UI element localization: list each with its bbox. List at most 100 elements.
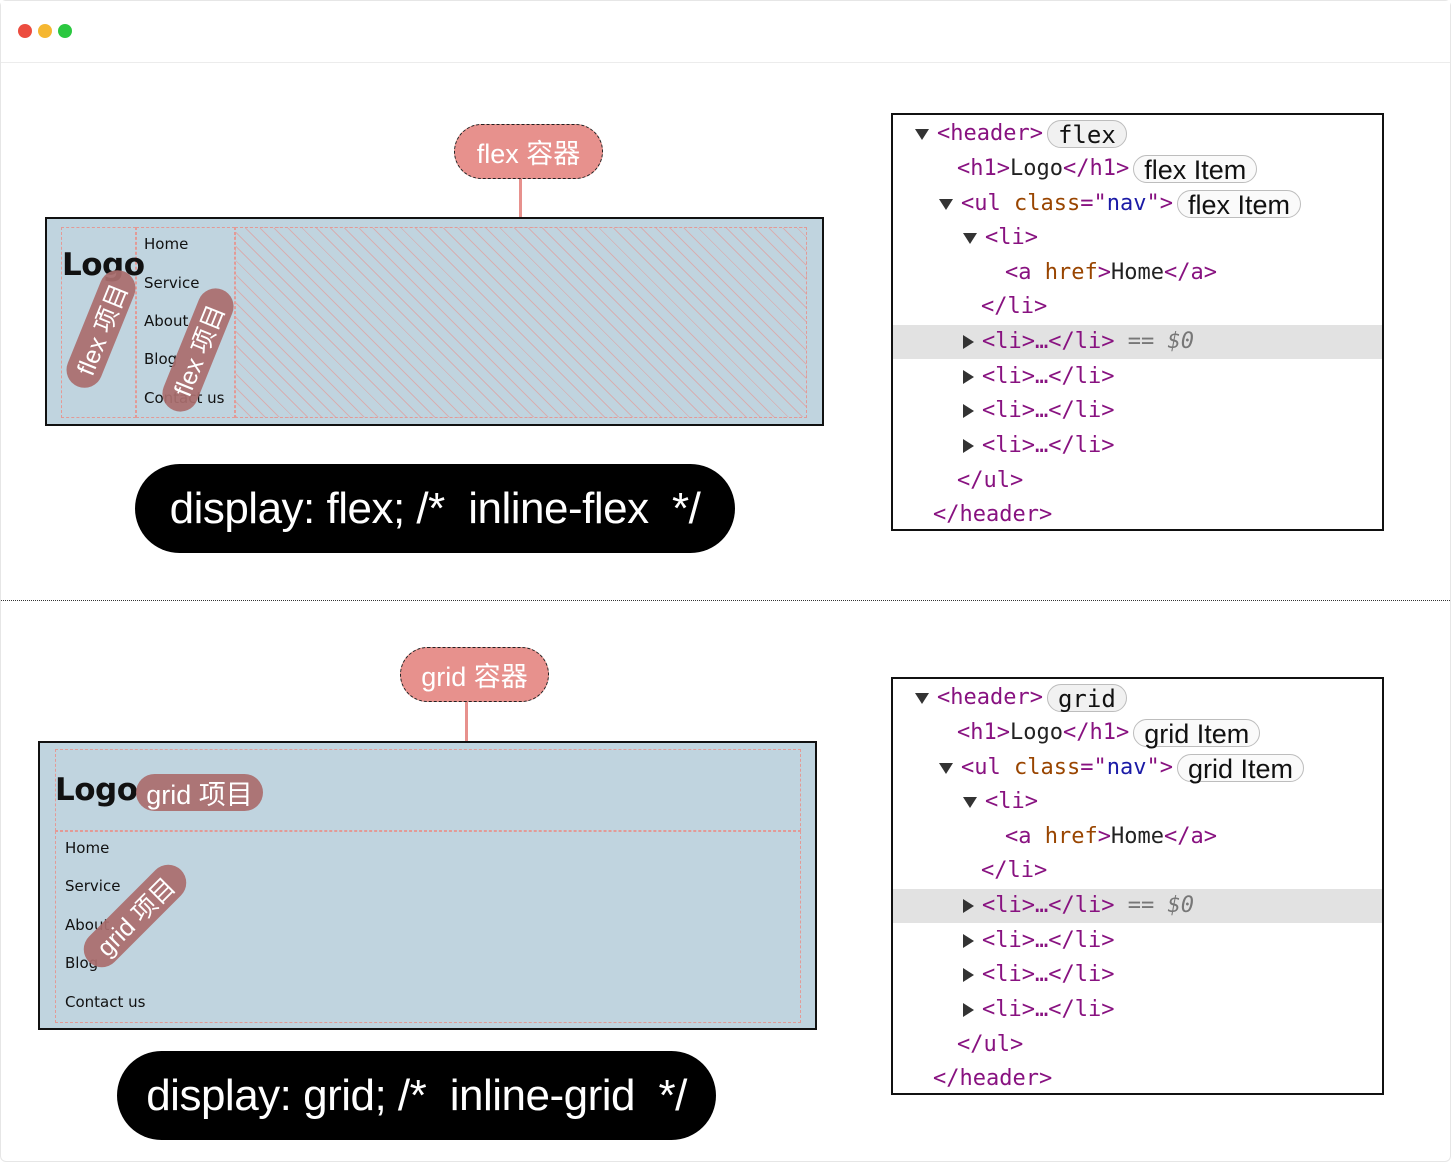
selected-var: $0 [1167,329,1194,354]
tag-text: </header> [933,1066,1053,1091]
tag-text: <h1> [957,720,1010,745]
tag-text: <li>…</li> [982,364,1115,389]
flex-badge[interactable]: flex [1046,120,1127,149]
selected-var: $0 [1167,893,1194,918]
flex-dom-header-close[interactable]: </header> [893,498,1382,532]
tag-text: "> [1146,191,1173,216]
attr-name: class [1013,755,1081,780]
minimize-window-button[interactable] [38,24,52,38]
collapsed-triangle-icon[interactable] [963,404,974,418]
tag-text: > [1097,260,1111,285]
tag-text: <header> [937,685,1043,710]
tag-text: </h1> [1062,156,1130,181]
grid-dom-li-close[interactable]: </li> [893,854,1382,888]
grid-dom-ul-close[interactable]: </ul> [893,1028,1382,1062]
tag-text: <li>…</li> [982,928,1115,953]
expanded-triangle-icon[interactable] [939,198,953,210]
grid-dom-ul-open[interactable]: <ul class="nav">grid Item [893,751,1382,785]
node-text: Logo [1009,720,1063,745]
tag-text: </li> [981,858,1048,883]
tag-text: <ul [961,755,1014,780]
tag-text: </a> [1163,824,1217,849]
flex-container-label: flex 容器 [454,124,603,179]
flex-display-code: display: flex; /* inline-flex */ [135,464,735,553]
tag-text: <ul [961,191,1014,216]
collapsed-triangle-icon[interactable] [963,439,974,453]
expanded-triangle-icon[interactable] [963,232,977,244]
expanded-triangle-icon[interactable] [963,796,977,808]
grid-label-connector [465,702,468,748]
flex-dom-li-collapsed[interactable]: <li>…</li> [893,394,1382,428]
grid-item-badge: grid Item [1176,754,1305,783]
tag-text: </ul> [957,468,1024,493]
grid-dom-li-collapsed[interactable]: <li>…</li> [893,958,1382,992]
grid-dom-li-open[interactable]: <li> [893,785,1382,819]
grid-nav-item-contact: Contact us [65,993,146,1011]
close-window-button[interactable] [18,24,32,38]
section-divider [1,600,1451,601]
tag-text: "> [1146,755,1173,780]
grid-dom-h1[interactable]: <h1>Logo</h1>grid Item [893,716,1382,750]
flex-dom-anchor[interactable]: <a href>Home</a> [893,256,1382,290]
flex-item-nav-outline [136,227,235,418]
flex-dom-li-collapsed[interactable]: <li>…</li> [893,360,1382,394]
node-text: Home [1110,260,1164,285]
flex-nav-item-about: About [144,312,189,330]
tag-text: <li>…</li> [982,893,1115,918]
expanded-triangle-icon[interactable] [915,692,929,704]
tag-text: =" [1080,755,1107,780]
grid-container-label: grid 容器 [400,647,549,702]
tag-text: </h1> [1062,720,1130,745]
grid-dom-header-close[interactable]: </header> [893,1062,1382,1096]
collapsed-triangle-icon[interactable] [963,899,974,913]
grid-header-demo: Logo grid 项目 Home Service About Blog Con… [38,741,817,1030]
grid-dom-li-collapsed[interactable]: <li>…</li> [893,924,1382,958]
tag-text: <li>…</li> [982,997,1115,1022]
collapsed-triangle-icon[interactable] [963,370,974,384]
tag-text: </a> [1163,260,1217,285]
collapsed-triangle-icon[interactable] [963,934,974,948]
expanded-triangle-icon[interactable] [939,762,953,774]
flex-dom-h1[interactable]: <h1>Logo</h1>flex Item [893,152,1382,186]
tag-text: <header> [937,121,1043,146]
grid-display-code: display: grid; /* inline-grid */ [117,1051,716,1140]
collapsed-triangle-icon[interactable] [963,968,974,982]
flex-nav-item-service: Service [144,274,200,292]
tag-text: <li>…</li> [982,398,1115,423]
tag-text: </ul> [957,1032,1024,1057]
flex-dom-li-open[interactable]: <li> [893,221,1382,255]
tag-text: <li>…</li> [982,962,1115,987]
zoom-window-button[interactable] [58,24,72,38]
grid-dom-li-selected[interactable]: <li>…</li> == $0 [893,889,1382,923]
attr-value: nav [1106,191,1147,216]
flex-dom-ul-close[interactable]: </ul> [893,464,1382,498]
attr-value: nav [1106,755,1147,780]
flex-label-connector [519,179,522,225]
node-text: Logo [1009,156,1063,181]
collapsed-triangle-icon[interactable] [963,335,974,349]
grid-dom-header-open[interactable]: <header>grid [893,681,1382,715]
grid-dom-anchor[interactable]: <a href>Home</a> [893,820,1382,854]
grid-badge[interactable]: grid [1046,684,1127,713]
flex-dom-li-close[interactable]: </li> [893,290,1382,324]
collapsed-triangle-icon[interactable] [963,1003,974,1017]
expanded-triangle-icon[interactable] [915,128,929,140]
tag-text: <li>…</li> [982,329,1115,354]
flex-free-space-hatch [235,227,807,418]
flex-nav-item-blog: Blog [144,350,178,368]
grid-nav-item-home: Home [65,839,110,857]
grid-dom-li-collapsed[interactable]: <li>…</li> [893,993,1382,1027]
flex-dom-li-collapsed[interactable]: <li>…</li> [893,429,1382,463]
flex-dom-li-selected[interactable]: <li>…</li> == $0 [893,325,1382,359]
flex-item-badge: flex Item [1133,155,1258,184]
selected-marker: == [1127,893,1155,918]
flex-dom-header-open[interactable]: <header>flex [893,117,1382,151]
node-text: Home [1110,824,1164,849]
flex-nav-item-home: Home [144,235,189,253]
title-bar [1,1,1450,63]
tag-text: <li>…</li> [982,433,1115,458]
tag-text: <a [1005,824,1045,849]
flex-dom-ul-open[interactable]: <ul class="nav">flex Item [893,187,1382,221]
grid-logo: Logo [55,772,138,808]
